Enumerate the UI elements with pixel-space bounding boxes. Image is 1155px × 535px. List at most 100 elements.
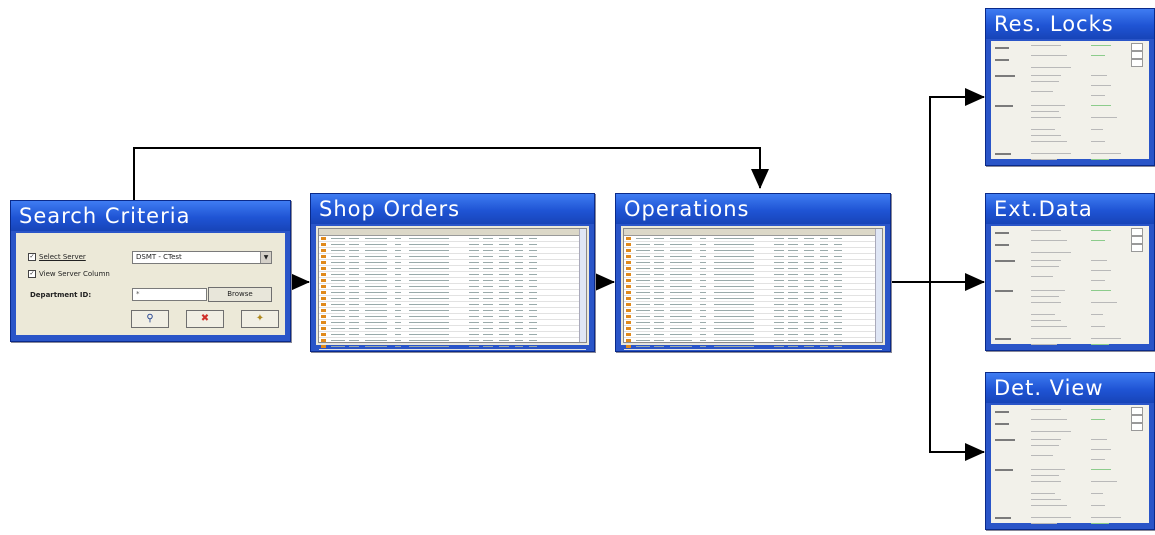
order-icon [321,255,326,258]
grid-header [319,229,586,236]
grid-rows [624,236,882,350]
grid-row[interactable] [319,254,586,260]
order-icon [321,309,326,312]
chevron-down-icon[interactable]: ▼ [260,252,271,263]
grid-row[interactable] [624,320,882,326]
grid-row[interactable] [319,260,586,266]
order-icon [626,279,631,282]
browse-button[interactable]: Browse [208,287,272,302]
grid-row[interactable] [624,338,882,344]
browse-button-label: Browse [227,290,253,298]
order-icon [321,333,326,336]
grid-row[interactable] [319,290,586,296]
option-box [1131,236,1143,244]
grid-row[interactable] [319,302,586,308]
grid-row[interactable] [624,296,882,302]
grid-row[interactable] [624,248,882,254]
settings-button[interactable]: ✦ [241,310,279,328]
order-icon [626,237,631,240]
option-box [1131,43,1143,51]
grid-header [624,229,882,236]
grid-row[interactable] [319,278,586,284]
grid-row[interactable] [319,308,586,314]
res-locks-body [991,41,1149,160]
grid-row[interactable] [319,236,586,242]
option-box [1131,423,1143,431]
option-box [1131,415,1143,423]
ext-data-body [991,226,1149,345]
vertical-scrollbar[interactable] [875,229,882,342]
grid-rows [319,236,586,350]
grid-row[interactable] [319,266,586,272]
order-icon [626,339,631,342]
search-button[interactable]: ⚲ [131,310,169,328]
search-criteria-body: ✓Select Server DSMT - CTest ▼ ✓View Serv… [16,233,285,335]
ext-data-window: Ext.Data [985,193,1155,351]
order-icon [321,261,326,264]
clear-button[interactable]: ✖ [186,310,224,328]
grid-row[interactable] [624,260,882,266]
det-view-title: Det. View [986,373,1154,403]
grid-row[interactable] [624,326,882,332]
order-icon [321,249,326,252]
grid-row[interactable] [624,236,882,242]
order-icon [321,279,326,282]
grid-row[interactable] [624,290,882,296]
grid-row[interactable] [624,266,882,272]
operations-grid[interactable] [623,228,883,350]
server-combo-value: DSMT - CTest [136,253,182,261]
order-icon [626,321,631,324]
grid-row[interactable] [624,302,882,308]
option-box [1131,59,1143,67]
grid-row[interactable] [319,296,586,302]
department-input[interactable]: * [132,288,207,301]
department-label: Department ID: [30,291,92,299]
order-icon [626,291,631,294]
view-server-column-checkbox[interactable]: ✓ [28,270,36,278]
grid-row[interactable] [319,248,586,254]
operations-window: Operations [615,193,891,352]
ext-data-title: Ext.Data [986,194,1154,224]
order-icon [626,297,631,300]
grid-row[interactable] [319,326,586,332]
grid-row[interactable] [624,344,882,350]
grid-row[interactable] [319,344,586,350]
order-icon [626,285,631,288]
grid-row[interactable] [624,242,882,248]
grid-row[interactable] [624,254,882,260]
vertical-scrollbar[interactable] [579,229,586,342]
order-icon [321,321,326,324]
order-icon [626,249,631,252]
order-icon [626,303,631,306]
grid-row[interactable] [624,314,882,320]
grid-row[interactable] [319,320,586,326]
server-combo[interactable]: DSMT - CTest ▼ [132,251,272,264]
order-icon [321,339,326,342]
grid-row[interactable] [319,284,586,290]
order-icon [626,255,631,258]
shop-orders-grid[interactable] [318,228,587,350]
order-icon [321,345,326,348]
view-server-column-row: ✓View Server Column [28,270,110,278]
grid-row[interactable] [624,284,882,290]
shop-orders-window: Shop Orders [310,193,595,352]
order-icon [626,309,631,312]
option-box [1131,51,1143,59]
grid-row[interactable] [319,272,586,278]
magnifier-icon: ⚲ [146,313,154,324]
operations-title: Operations [616,194,890,224]
grid-row[interactable] [319,242,586,248]
option-box [1131,244,1143,252]
grid-row[interactable] [319,338,586,344]
grid-row[interactable] [624,332,882,338]
grid-row[interactable] [624,278,882,284]
order-icon [321,315,326,318]
select-server-checkbox[interactable]: ✓ [28,253,36,261]
order-icon [321,291,326,294]
shop-orders-title: Shop Orders [311,194,594,224]
grid-row[interactable] [319,314,586,320]
grid-row[interactable] [319,332,586,338]
department-input-value: * [136,290,140,298]
grid-row[interactable] [624,272,882,278]
grid-row[interactable] [624,308,882,314]
